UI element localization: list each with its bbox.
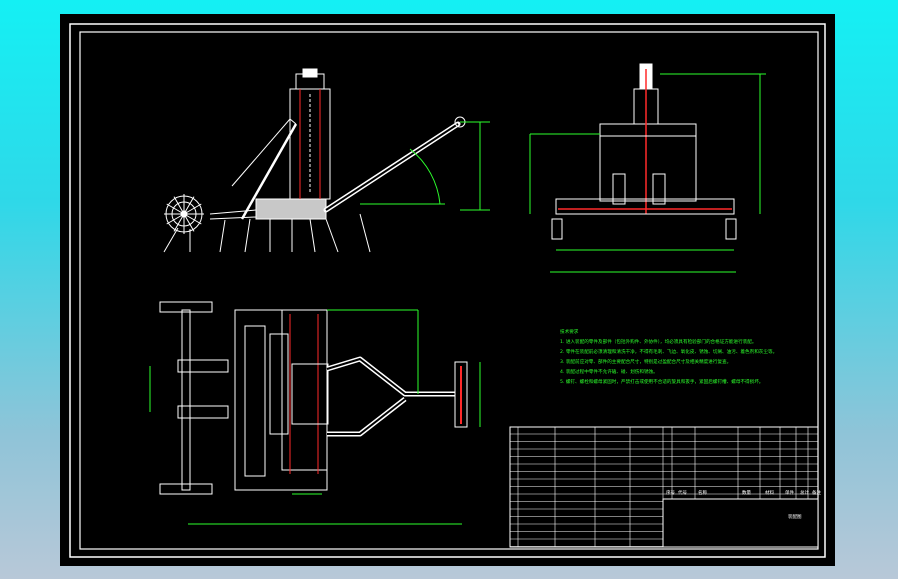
wheel-spoke [173, 196, 183, 212]
wheel-spoke [185, 216, 195, 232]
leader-line [359, 213, 371, 253]
side-view [529, 63, 766, 273]
drawing-name: 装配图 [788, 513, 802, 520]
leader-line [163, 227, 179, 253]
front-view [163, 68, 490, 253]
wheel-axle [181, 309, 191, 491]
title-block-header: 代号 名称 数量 材料 单件 总计 备注 序号 装配图 [666, 489, 821, 520]
tech-req-title: 技术要求 [560, 328, 579, 335]
wheel-spoke [173, 216, 183, 232]
base-plate [255, 198, 327, 220]
svg-text:名称: 名称 [698, 489, 707, 496]
wheel-spoke [166, 203, 182, 213]
svg-text:总计: 总计 [800, 489, 809, 496]
svg-text:备注: 备注 [812, 489, 821, 496]
wheel-spoke [185, 196, 195, 212]
wheel-spoke [186, 203, 202, 213]
parts-list [509, 426, 819, 548]
svg-text:代号: 代号 [678, 489, 687, 496]
drawing-sheet: 技术要求 1. 进入装配的零件及部件（包括外购件、外协件），均必须具有检验部门的… [60, 14, 835, 566]
inner-border [79, 31, 819, 550]
technical-requirements: 技术要求 1. 进入装配的零件及部件（包括外购件、外协件），均必须具有检验部门的… [560, 328, 777, 385]
tech-req-line: 3. 装配前应对零、部件的主要配合尺寸，特别是过盈配合尺寸及相关精度进行复查。 [560, 358, 731, 365]
wheel-spoke [186, 215, 202, 225]
svg-text:材料: 材料 [765, 489, 774, 496]
top-view [149, 301, 481, 525]
outer-border [69, 23, 826, 558]
leader-line [244, 218, 251, 253]
handle-fork [326, 356, 455, 437]
main-frame [234, 309, 328, 491]
leader-line [309, 218, 316, 253]
frame-top [599, 123, 697, 137]
leader-line [325, 218, 339, 253]
wheel-spoke [166, 215, 182, 225]
tech-req-line: 2. 零件在装配前必须清理和清洗干净，不得有毛刺、飞边、氧化皮、锈蚀、切屑、油污… [560, 348, 777, 355]
tech-req-line: 1. 进入装配的零件及部件（包括外购件、外协件），均必须具有检验部门的合格证方能… [560, 338, 757, 345]
svg-text:数量: 数量 [742, 489, 751, 496]
title-block [662, 498, 819, 548]
cad-drawing: 技术要求 1. 进入装配的零件及部件（包括外购件、外协件），均必须具有检验部门的… [69, 23, 826, 558]
side-base [555, 198, 735, 215]
tech-req-line: 5. 螺钉、螺栓和螺母紧固时，严禁打击或使用不合适的旋具和扳手，紧固后螺钉槽、螺… [560, 378, 763, 385]
tech-req-line: 4. 装配过程中零件不允许磕、碰、划伤和锈蚀。 [560, 368, 658, 375]
svg-text:单件: 单件 [785, 489, 794, 496]
svg-text:序号: 序号 [666, 489, 675, 496]
leader-line [219, 219, 226, 253]
